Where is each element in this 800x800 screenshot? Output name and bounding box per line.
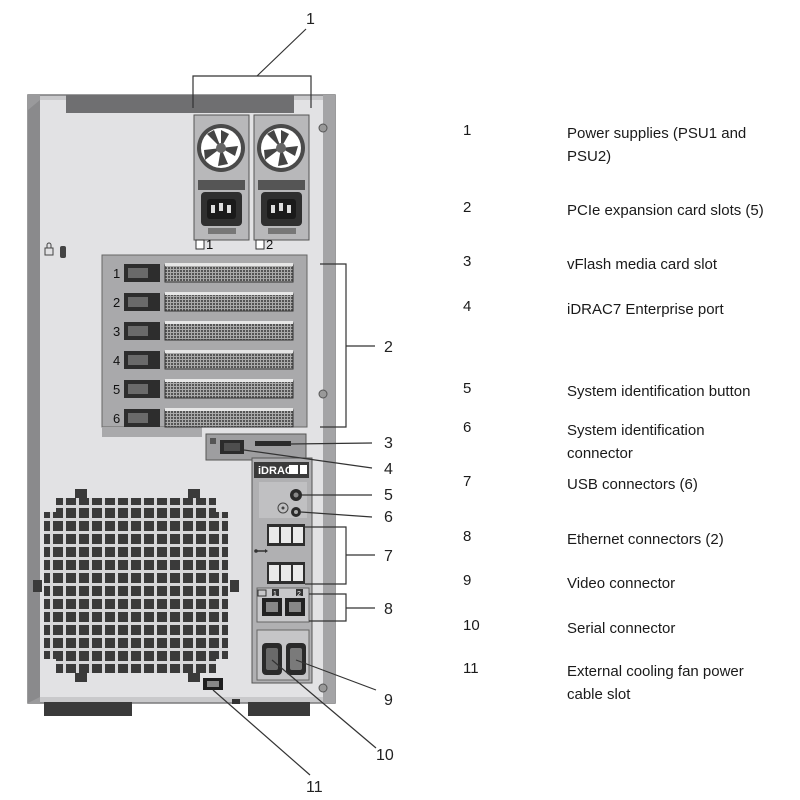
screw-icon [318,389,328,399]
pcie-slot-number: 2 [113,295,120,310]
pcie-slot-2[interactable]: 2 [113,292,294,312]
pcie-slot-cover [164,322,294,341]
pcie-slot-cover [164,293,294,312]
callout-10: 10 [376,747,394,764]
pcie-slot-cover [164,409,294,428]
pcie-slot-lip [165,379,293,382]
legend-text: vFlash media card slot [567,256,718,273]
pcie-slot-lip [165,263,293,266]
callout-2: 2 [384,339,393,356]
pcie-slot-cover [164,264,294,283]
callout-lines [192,28,377,776]
power-supply-1 [193,114,250,250]
pcie-latch-tab [128,326,148,336]
pcie-slot-1[interactable]: 1 [113,263,294,283]
chassis-foot-left [44,702,132,716]
vflash-idrac-block [205,433,307,461]
legend-number: 1 [463,122,472,139]
pcie-slot-lip [165,350,293,353]
lock-slot [60,246,66,258]
legend-number: 4 [463,298,472,315]
legend-text: Ethernet connectors (2) [567,531,724,548]
legend-text: External cooling fan power cable slot [567,663,744,703]
pcie-latch-tab [128,413,148,423]
id-icon [277,502,289,514]
legend-number: 10 [463,617,480,634]
pcie-latch-tab [128,297,148,307]
legend-number: 11 [463,660,479,677]
callout-5: 5 [384,487,393,504]
ethernet-connectors[interactable] [256,587,310,623]
ethernet-port-2-label: 2 [297,591,301,598]
callout-9: 9 [384,692,393,709]
legend-number: 8 [463,528,472,545]
legend-number: 7 [463,473,472,490]
pcie-slot-3[interactable]: 3 [113,321,294,341]
video-connector[interactable] [286,643,306,675]
pcie-slot-6[interactable]: 6 [113,408,294,428]
network-icon [257,589,267,597]
callout-3: 3 [384,435,393,452]
callout-11: 11 [306,779,323,796]
legend-number: 5 [463,380,472,397]
legend-text: Serial connector [567,620,676,637]
power-supply-2 [253,114,310,250]
legend-text: System identification connector [567,422,705,462]
pcie-slot-5[interactable]: 5 [113,379,294,399]
pcie-latch-tab [128,355,148,365]
callout-4: 4 [384,461,393,478]
psu-2-label: 2 [266,237,273,252]
idrac-label: iDRAC [258,465,293,477]
padlock-icon [44,242,54,256]
legend-number: 3 [463,253,472,270]
legend-text: PCIe expansion card slots (5) [567,202,764,219]
vflash-card-slot[interactable] [255,441,291,446]
pcie-slot-4[interactable]: 4 [113,350,294,370]
pcie-slot-lip [165,321,293,324]
callout-6: 6 [384,509,393,526]
usb-icon [254,549,268,553]
legend-text: iDRAC7 Enterprise port [567,301,724,318]
external-cooling-fan-cable-slot[interactable] [203,678,223,690]
pcie-latch-tab [128,268,148,278]
screw-icon [318,683,328,693]
ethernet-port-1-label: 1 [273,591,277,598]
pcie-slot-number: 6 [113,411,120,426]
pcie-slot-lip [165,292,293,295]
pcie-latch-tab [128,384,148,394]
fan-cable-slot-marker [232,699,240,704]
callout-1: 1 [306,11,315,28]
psu-1-label: 1 [206,237,213,252]
legend-text: Power supplies (PSU1 and PSU2) [567,125,747,165]
pcie-slot-cover [164,351,294,370]
serial-connector[interactable] [262,643,282,675]
callout-7: 7 [384,548,393,565]
pcie-slot-number: 3 [113,324,120,339]
system-identification-connector[interactable] [291,507,301,517]
cooling-vent [33,489,239,682]
usb-connectors[interactable] [267,524,305,584]
legend-text: Video connector [567,575,676,592]
callout-8: 8 [384,601,393,618]
pcie-slot-number: 5 [113,382,120,397]
pcie-slot-lip [165,408,293,411]
chassis-foot-right [248,702,310,716]
legend-number: 2 [463,199,472,216]
pcie-slot-number: 1 [113,266,120,281]
pcie-slot-number: 4 [113,353,120,368]
legend-text: USB connectors (6) [567,476,698,493]
pcie-slot-cover [164,380,294,399]
legend-number: 9 [463,572,472,589]
legend-text: System identification button [567,383,751,400]
legend-number: 6 [463,419,472,436]
system-identification-button[interactable] [290,489,302,501]
screw-icon [318,123,328,133]
